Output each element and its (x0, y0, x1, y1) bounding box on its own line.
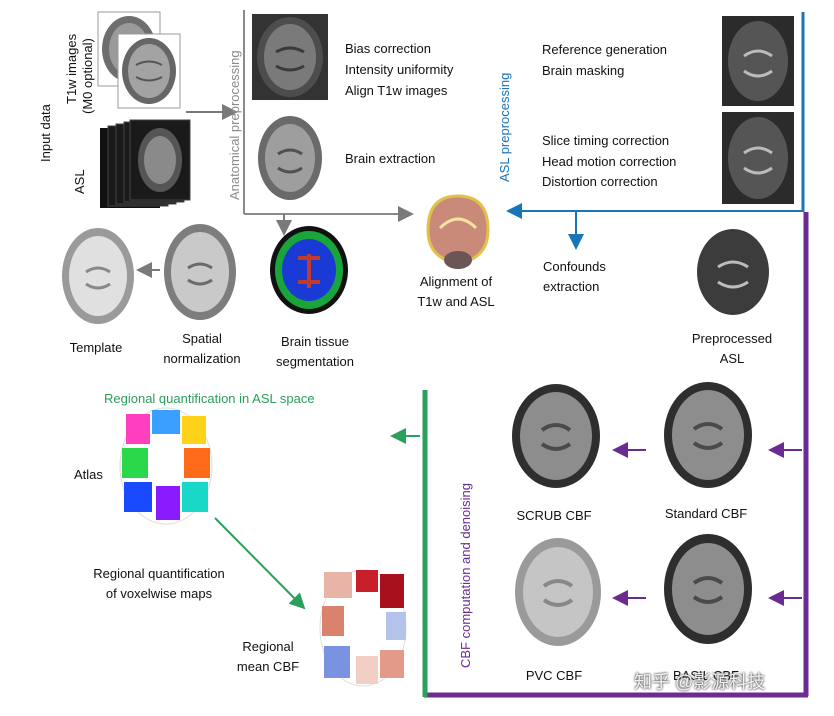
asl-corrected-image (722, 112, 794, 204)
tissue-segmentation-image (270, 226, 348, 314)
bias-corrected-t1w-brain (252, 14, 328, 100)
intensity-uniformity-step: Intensity uniformity (345, 62, 454, 77)
t1w-and-asl-label: T1w and ASL (417, 294, 495, 309)
reference-generation-step: Reference generation (542, 42, 668, 57)
slice-timing-step: Slice timing correction (542, 133, 670, 148)
regional-quantification-title: Regional quantification in ASL space (104, 391, 315, 406)
head-motion-step: Head motion correction (542, 154, 677, 169)
brain-extracted-t1w (252, 112, 328, 204)
atlas-parcellation-image (119, 407, 213, 525)
bias-correction-step: Bias correction (345, 41, 431, 56)
standard-cbf-map (664, 382, 752, 488)
mean-cbf-label: mean CBF (236, 659, 300, 674)
brain-tissue-label: Brain tissue (281, 334, 349, 349)
alignment-label: Alignment of (419, 274, 493, 289)
extraction-label: extraction (543, 279, 600, 294)
template-brain-image (62, 228, 134, 324)
regional-mean-cbf-image (319, 569, 407, 687)
segmentation-label: segmentation (275, 354, 355, 369)
pvc-cbf-label: PVC CBF (525, 668, 583, 683)
confounds-label: Confounds (543, 259, 606, 274)
distortion-correction-step: Distortion correction (542, 174, 658, 189)
normalized-brain-image (164, 224, 236, 320)
scrub-cbf-map (512, 384, 600, 488)
asl-input-volumes (100, 119, 191, 208)
normalization-label: normalization (163, 351, 241, 366)
preprocessed-asl-image (692, 226, 774, 318)
t1w-asl-alignment-image (418, 190, 498, 272)
template-label: Template (69, 340, 123, 355)
preprocessed-asl-label: ASL (719, 351, 745, 366)
spatial-label: Spatial (182, 331, 222, 346)
asl-preprocessing-label: ASL preprocessing (497, 72, 512, 182)
m0-optional-label: (M0 optional) (80, 38, 95, 114)
cbf-computation-label: CBF computation and denoising (458, 482, 473, 668)
preprocessed-label: Preprocessed (691, 331, 773, 346)
t1w-images-label: T1w images (64, 33, 79, 104)
t1w-input-images (97, 11, 181, 109)
pvc-cbf-map (515, 538, 601, 646)
regional-label: Regional (242, 639, 294, 654)
regional-quantification-label: Regional quantification (93, 566, 225, 581)
basil-cbf-map (664, 534, 752, 644)
basil-cbf-label: BASIL CBF (673, 668, 739, 683)
standard-cbf-label: Standard CBF (664, 506, 748, 521)
asl-reference-image (722, 16, 794, 106)
asl-input-label: ASL (72, 169, 87, 194)
scrub-cbf-label: SCRUB CBF (516, 508, 592, 523)
brain-extraction-step: Brain extraction (345, 151, 436, 166)
voxelwise-maps-label: of voxelwise maps (105, 586, 213, 601)
input-data-label: Input data (38, 104, 53, 162)
atlas-label: Atlas (74, 467, 103, 482)
watermark: 知乎 @影源科技 (634, 672, 766, 692)
brain-masking-step: Brain masking (542, 63, 625, 78)
align-t1w-step: Align T1w images (345, 83, 448, 98)
anatomical-preprocessing-label: Anatomical preprocessing (227, 50, 242, 200)
